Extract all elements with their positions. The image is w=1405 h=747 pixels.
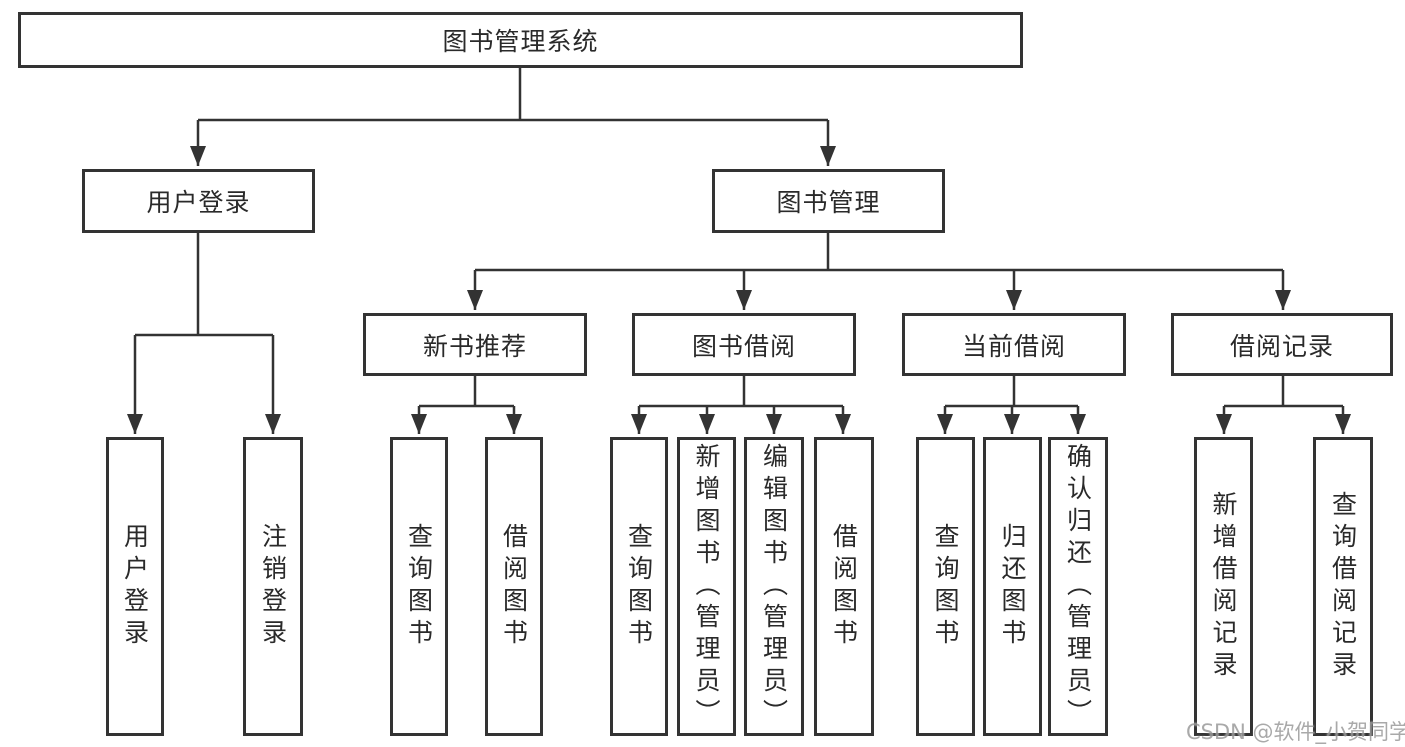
leaf-edit-books-admin: 编辑图书（管理员） — [744, 437, 804, 736]
leaf-logout: 注销登录 — [243, 437, 303, 736]
leaf-query-books-current: 查询图书 — [916, 437, 975, 736]
leaf-confirm-return-admin: 确认归还（管理员） — [1048, 437, 1108, 736]
node-library-management-system: 图书管理系统 — [18, 12, 1023, 68]
leaf-query-books-borrowing: 查询图书 — [610, 437, 668, 736]
leaf-query-borrow-record: 查询借阅记录 — [1313, 437, 1373, 736]
node-current-borrowing: 当前借阅 — [902, 313, 1126, 376]
leaf-add-borrow-record: 新增借阅记录 — [1194, 437, 1253, 736]
leaf-borrow-books-recommend: 借阅图书 — [485, 437, 543, 736]
leaf-borrow-books: 借阅图书 — [814, 437, 874, 736]
node-book-management: 图书管理 — [712, 169, 945, 233]
node-book-borrowing: 图书借阅 — [632, 313, 856, 376]
node-borrowing-records: 借阅记录 — [1171, 313, 1393, 376]
node-user-login-branch: 用户登录 — [82, 169, 315, 233]
leaf-add-books-admin: 新增图书（管理员） — [677, 437, 736, 736]
node-new-book-recommend: 新书推荐 — [363, 313, 587, 376]
leaf-user-login: 用户登录 — [106, 437, 164, 736]
leaf-query-books-recommend: 查询图书 — [390, 437, 448, 736]
csdn-watermark: CSDN @软件_小贺同学 — [1186, 720, 1405, 744]
leaf-return-books: 归还图书 — [983, 437, 1042, 736]
